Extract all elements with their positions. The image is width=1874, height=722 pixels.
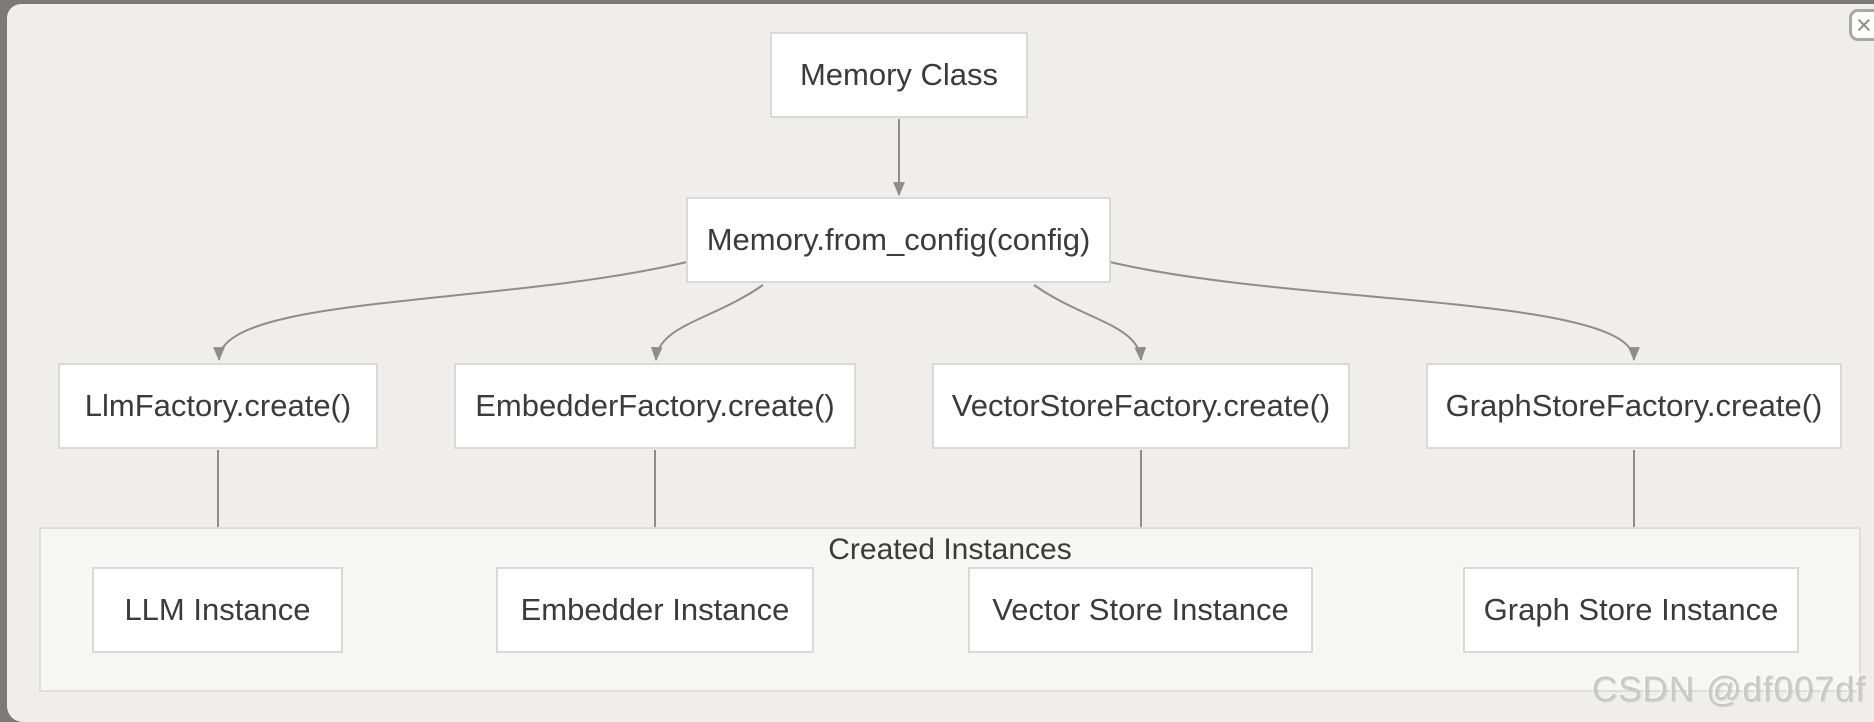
node-graph-store-instance: Graph Store Instance <box>1463 567 1799 653</box>
node-llm-instance: LLM Instance <box>92 567 343 653</box>
close-button[interactable]: × <box>1849 9 1874 41</box>
node-memory-class: Memory Class <box>770 32 1028 118</box>
node-llm-factory-create: LlmFactory.create() <box>58 363 378 449</box>
node-embedder-instance: Embedder Instance <box>496 567 814 653</box>
node-embedder-factory-create: EmbedderFactory.create() <box>454 363 856 449</box>
node-vector-store-instance: Vector Store Instance <box>968 567 1313 653</box>
created-instances-label: Created Instances <box>828 533 1072 566</box>
node-vector-store-factory-create: VectorStoreFactory.create() <box>932 363 1350 449</box>
node-graph-store-factory-create: GraphStoreFactory.create() <box>1426 363 1842 449</box>
node-memory-from-config: Memory.from_config(config) <box>686 197 1111 283</box>
close-icon: × <box>1856 9 1872 40</box>
